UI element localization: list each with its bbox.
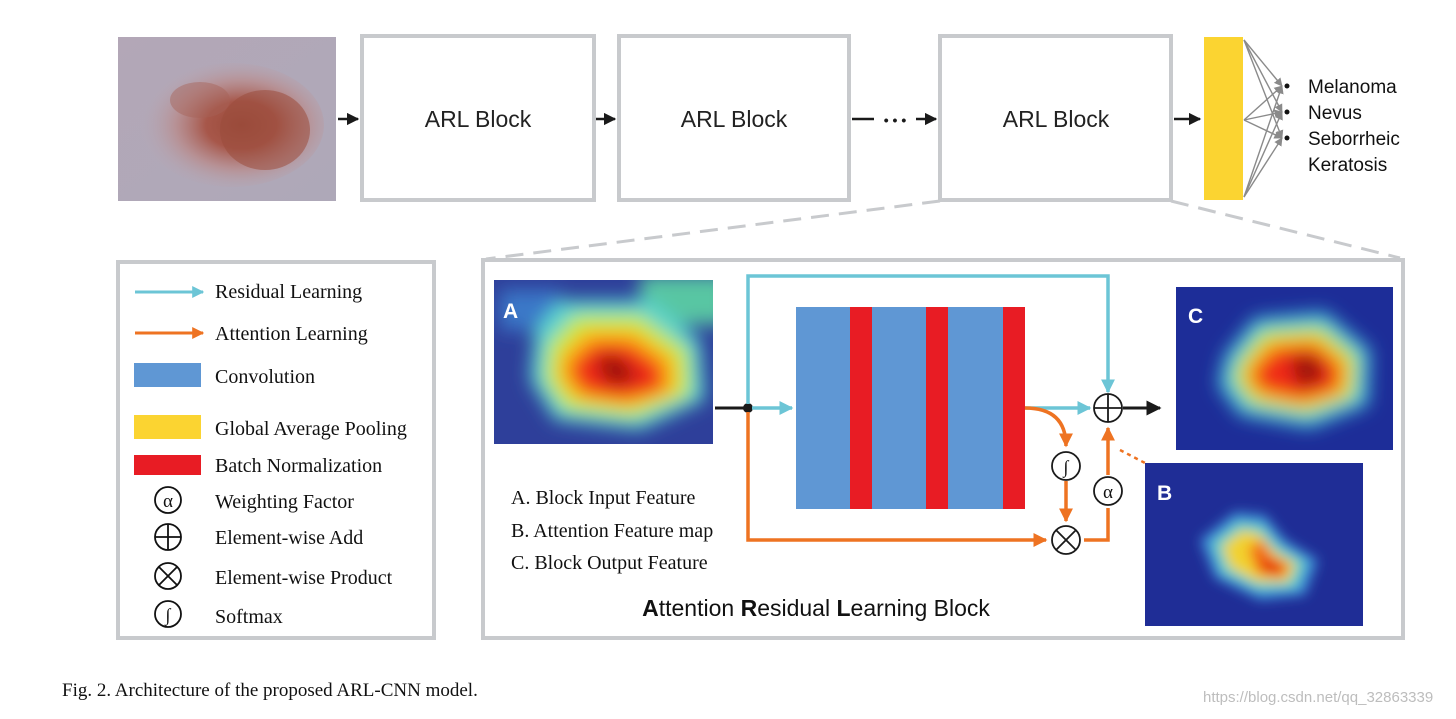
heatmap-b [1145,463,1363,626]
batchnorm-layer [850,307,872,509]
heatmap-c-label: C [1188,305,1203,328]
conv-layer [948,307,1003,509]
arl-block-title: Attention Residual Learning Block [642,595,990,621]
legend-add-label: Element-wise Add [215,527,363,549]
batchnorm-layer [1003,307,1025,509]
arl-block-n-label: ARL Block [1003,106,1110,132]
legend-batchnorm-label: Batch Normalization [215,455,382,477]
arl-block-1 [360,34,596,202]
element-add-icon [154,523,182,551]
attention-path [746,406,1115,547]
alpha-icon [154,486,182,514]
legend-attention-label: Attention Learning [215,323,368,345]
softmax-icon [154,600,182,628]
softmax-node-glyph: ∫ [1063,457,1070,478]
conv-layer [872,307,926,509]
legend-residual-label: Residual Learning [215,281,362,303]
arl-block-2-label: ARL Block [681,106,788,132]
heatmap-c [1176,287,1393,450]
output-class-melanoma: Melanoma [1308,77,1397,98]
output-class-keratosis: Keratosis [1308,155,1387,176]
conv-bn-stack [796,307,1025,509]
output-class-seborrheic: Seborrheic [1308,129,1400,150]
split-node [743,403,753,413]
legend-pooling-label: Global Average Pooling [215,418,407,440]
arl-block-1-label: ARL Block [425,106,532,132]
batchnorm-layer [926,307,948,509]
heatmap-b-label: B [1157,482,1172,505]
legend-pooling-swatch [134,415,201,439]
element-product-node [1051,525,1081,555]
legend-convolution-swatch [134,363,201,387]
alpha-node-glyph: α [1103,482,1113,503]
note-b: B. Attention Feature map [511,520,713,542]
output-node [1284,109,1290,115]
note-a: A. Block Input Feature [511,487,696,509]
lesion-image [118,37,336,201]
figure-caption: Fig. 2. Architecture of the proposed ARL… [62,680,478,701]
ellipsis: • • • [884,112,907,128]
element-add-node [1093,393,1123,423]
note-c: C. Block Output Feature [511,552,708,574]
output-node [1284,135,1290,141]
legend-softmax-label: Softmax [215,606,283,628]
conv-layer [796,307,850,509]
heatmap-a-label: A [503,300,518,323]
softmax-node [1051,451,1081,481]
output-node [1284,83,1290,89]
global-average-pooling-bar [1204,37,1243,200]
arl-block-n [938,34,1173,202]
element-product-icon [154,562,182,590]
watermark: https://blog.csdn.net/qq_32863339 [1203,689,1434,706]
heatmap-a [494,280,713,444]
arl-block-2 [617,34,851,202]
softmax-icon-glyph: ∫ [165,605,172,626]
output-class-nevus: Nevus [1308,103,1362,124]
legend-product-label: Element-wise Product [215,567,393,589]
legend-batchnorm-swatch [134,455,201,475]
zoom-guide-right [1170,199,1401,260]
legend-convolution-label: Convolution [215,366,315,388]
alpha-node [1093,476,1123,506]
alpha-icon-glyph: α [163,491,173,512]
classifier-fanout [1243,39,1284,198]
zoom-guide-left [485,199,941,261]
legend-weighting-label: Weighting Factor [215,491,354,513]
